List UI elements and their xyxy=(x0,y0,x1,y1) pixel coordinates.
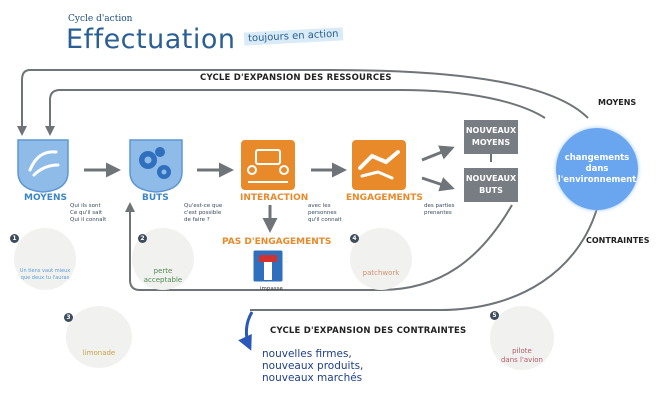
principle-text-1: Un tiens vaut mieux que deux tu l'auras xyxy=(19,268,71,281)
resource-cycle-inner-loop xyxy=(45,89,546,136)
principle-number-5: 5 xyxy=(490,311,499,320)
engagements-notes: des parties prenantes xyxy=(424,203,455,216)
step-engagements-label: ENGAGEMENTS xyxy=(346,193,423,203)
step-pas-engagements-label: PAS D'ENGAGEMENTS xyxy=(222,237,332,247)
handshake-icon xyxy=(352,140,406,190)
principle-number-3: 3 xyxy=(64,313,73,322)
buts-notes: Qu'est-ce que c'est possible de faire ? xyxy=(184,203,223,223)
step-interaction-label: INTERACTION xyxy=(240,193,309,203)
principle-number-2: 2 xyxy=(138,234,147,243)
step-moyens-label: MOYENS xyxy=(24,193,67,203)
constraint-cycle-outer-loop xyxy=(250,204,599,311)
arrow-engagements-nouveaux-buts xyxy=(421,176,455,192)
constraint-cycle-inner-loop xyxy=(125,202,513,291)
principle-bubble-4 xyxy=(350,228,412,290)
gears-icon xyxy=(129,139,183,193)
interaction-icon xyxy=(241,140,295,190)
principle-text-2: perte acceptable xyxy=(143,267,183,284)
principle-number-4: 4 xyxy=(350,234,359,243)
header-title: Effectuation xyxy=(66,24,236,55)
header-small-title: Cycle d'action xyxy=(68,14,133,24)
environment-changes-circle: changements dans l'environnement xyxy=(556,128,638,210)
resource-cycle-outer-loop xyxy=(17,69,589,136)
environment-moyens-label: MOYENS xyxy=(598,98,637,107)
moyens-icon xyxy=(17,139,69,193)
moyens-notes: Qui ils sont Ce qu'il sait Qui il connaî… xyxy=(70,203,107,223)
principle-bubble-1 xyxy=(14,228,76,290)
constraint-cycle-label: CYCLE D'EXPANSION DES CONTRAINTES xyxy=(270,326,467,336)
dead-end-sign-icon xyxy=(252,249,284,283)
impasse-label: impasse xyxy=(260,286,283,292)
principle-number-1: 1 xyxy=(10,234,19,243)
environment-contraintes-label: CONTRAINTES xyxy=(586,236,650,245)
interaction-notes: avec les personnes qu'il connait xyxy=(308,203,342,223)
principle-text-4: patchwork xyxy=(362,269,400,277)
arrow-engagements-nouveaux-moyens xyxy=(421,145,455,162)
principle-text-5: pilote dans l'avion xyxy=(500,347,543,364)
resource-cycle-label: CYCLE D'EXPANSION DES RESSOURCES xyxy=(200,73,392,83)
outcomes-arrow xyxy=(238,311,254,351)
principle-bubble-3 xyxy=(66,306,132,368)
principle-text-3: limonade xyxy=(82,349,116,357)
step-buts-label: BUTS xyxy=(142,193,169,203)
outcomes-list: nouvelles firmes, nouveaux produits, nou… xyxy=(262,348,364,384)
principle-bubble-5 xyxy=(490,306,554,370)
